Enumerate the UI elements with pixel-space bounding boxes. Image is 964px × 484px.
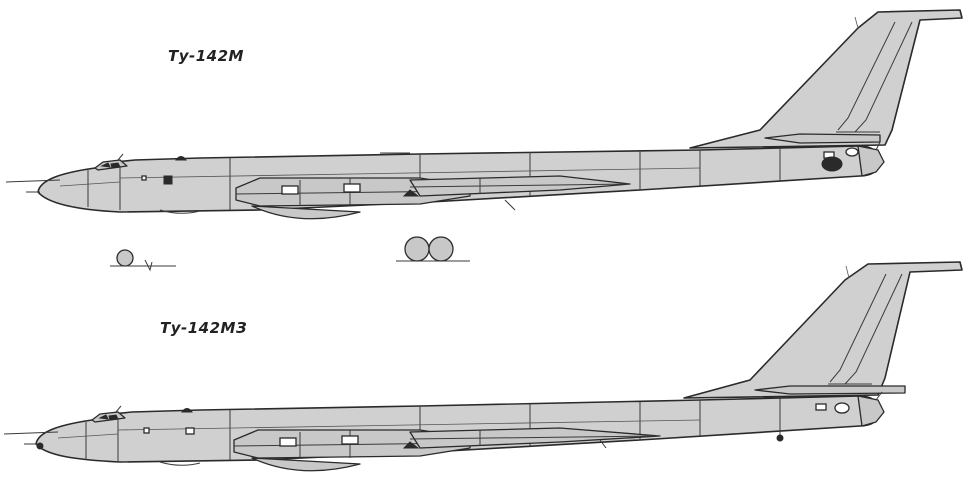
aircraft-label-top: Ту-142М [168,47,244,65]
tail-fin-bottom [683,261,963,399]
aircraft-top-side-view [5,9,963,272]
tail-fin-top [689,9,963,149]
landing-gear-top [110,236,470,272]
aircraft-label-bottom: Ту-142МЗ [160,319,248,337]
aircraft-bottom-side-view [3,261,963,472]
landing-gear-bottom [599,426,784,449]
